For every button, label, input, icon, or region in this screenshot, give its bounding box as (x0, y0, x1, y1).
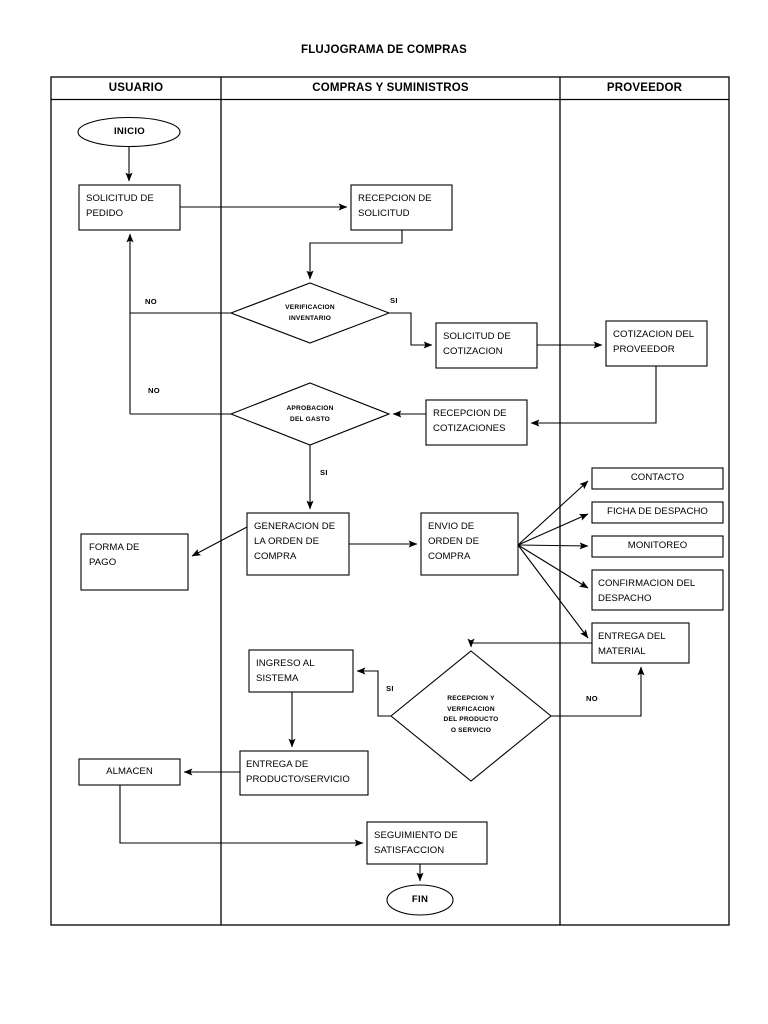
edge-envio-ficha (517, 513, 589, 546)
node-contacto (591, 467, 724, 490)
edge-label-recepcion-si: SI (386, 684, 394, 693)
node-solicitud-cotizacion (435, 322, 538, 369)
node-recepcion-verificacion (390, 650, 552, 782)
node-ingreso-sistema (248, 649, 354, 693)
node-verificacion-inventario (229, 282, 391, 344)
node-ficha-despacho (591, 501, 724, 524)
edge-generacion-forma-pago (191, 526, 248, 557)
edge-envio-monitoreo (517, 542, 589, 550)
lane-frame (50, 76, 730, 926)
node-generacion-orden (246, 512, 350, 576)
edge-envio-confirmacion (517, 544, 589, 589)
node-label-recepcion-verificacion: RECEPCION Y VERFICACION DEL PRODUCTO O S… (443, 695, 499, 734)
node-label-fin: FIN (411, 894, 429, 905)
edge-entrega-material-recepcion (467, 638, 592, 648)
node-label-aprobacion-gasto: APROBACION DEL GASTO (286, 405, 334, 423)
edge-envio-entrega-material (517, 544, 589, 639)
lane-header-proveedor: PROVEEDOR (606, 82, 683, 94)
edge-label-verificacion-si: SI (390, 296, 398, 305)
node-label-verificacion-inventario: VERIFICACION INVENTARIO (285, 304, 335, 322)
node-envio-orden (420, 512, 519, 576)
edge-label-aprobacion-no: NO (148, 386, 160, 395)
edge-label-recepcion-no: NO (586, 694, 598, 703)
node-forma-pago (80, 533, 189, 591)
node-recepcion-cotizaciones (425, 399, 528, 446)
node-almacen (78, 758, 181, 786)
edge-envio-contacto (517, 480, 589, 546)
node-entrega-producto (239, 750, 369, 796)
page-title: FLUJOGRAMA DE COMPRAS (300, 44, 468, 56)
edge-label-verificacion-no: NO (145, 297, 157, 306)
lane-header-usuario: USUARIO (108, 82, 164, 94)
edge-proveedor-recepcion (530, 366, 657, 427)
edge-label-aprobacion-si: SI (320, 468, 328, 477)
node-solicitud-pedido (78, 184, 181, 231)
node-monitoreo (591, 535, 724, 558)
node-seguimiento (366, 821, 488, 865)
edge-recepcion-si (356, 667, 391, 717)
edge-verificacion-si (389, 312, 433, 349)
node-fin (386, 884, 454, 916)
edge-recepcion-no (551, 666, 645, 717)
node-recepcion-solicitud (350, 184, 453, 231)
edge-recepcion-verificacion (306, 230, 403, 280)
lane-header-compras: COMPRAS Y SUMINISTROS (312, 82, 469, 94)
node-entrega-material (591, 622, 690, 664)
node-confirmacion-despacho (591, 569, 724, 611)
node-cotizacion-proveedor (605, 320, 708, 367)
edge-almacen-seguimiento (119, 785, 364, 847)
node-label-inicio: INICIO (113, 126, 146, 137)
